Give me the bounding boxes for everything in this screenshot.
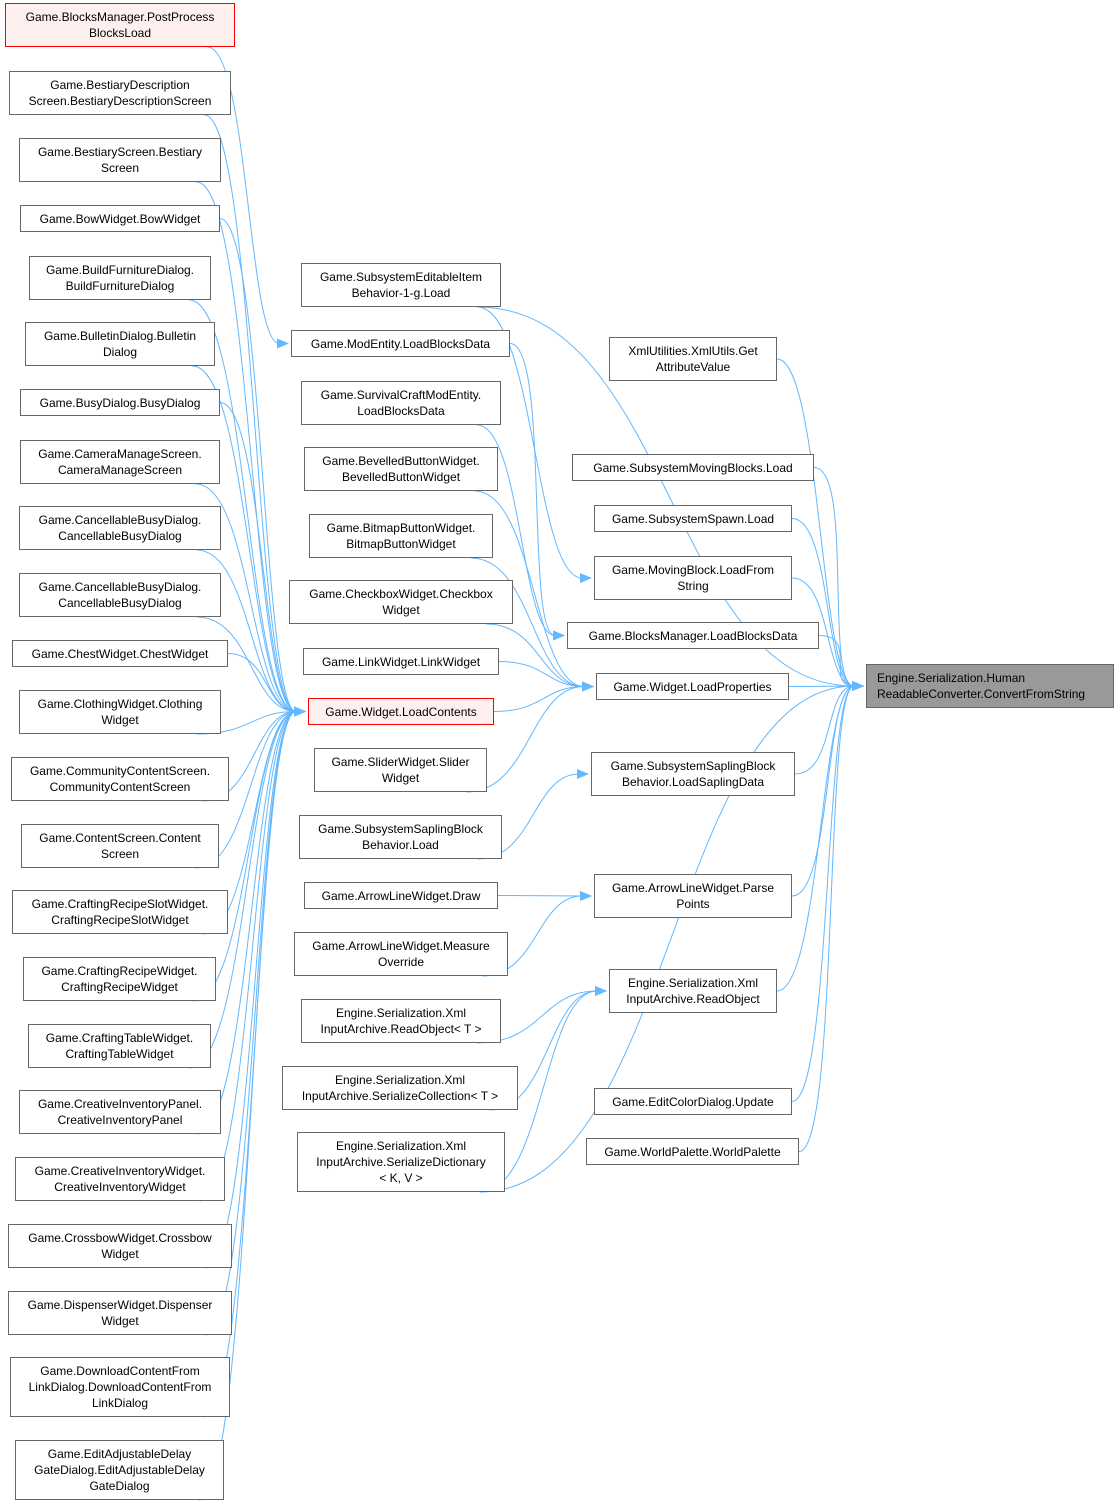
graph-node-n4[interactable]: Game.BuildFurnitureDialog. BuildFurnitur… [29, 256, 211, 300]
edge-r3-t [791, 577, 855, 687]
graph-node-m12[interactable]: Engine.Serialization.Xml InputArchive.Re… [301, 999, 501, 1043]
edge-m7-r5 [493, 686, 585, 712]
edge-m14-t [480, 685, 855, 1193]
graph-node-n18[interactable]: Game.CreativeInventoryWidget. CreativeIn… [15, 1157, 225, 1201]
graph-node-n13[interactable]: Game.ContentScreen.Content Screen [21, 824, 219, 868]
graph-node-r5[interactable]: Game.Widget.LoadProperties [596, 673, 789, 700]
graph-node-m3[interactable]: Game.BevelledButtonWidget. BevelledButto… [304, 447, 498, 491]
edge-m0-r3 [476, 306, 583, 579]
edge-n5-m7 [192, 365, 297, 712]
edge-n8-m7 [196, 549, 297, 712]
graph-node-n21[interactable]: Game.DownloadContentFrom LinkDialog.Down… [10, 1357, 230, 1417]
arrowhead-icon [580, 573, 592, 583]
graph-node-n11[interactable]: Game.ClothingWidget.Clothing Widget [19, 690, 221, 734]
graph-node-n8[interactable]: Game.CancellableBusyDialog. CancellableB… [19, 506, 221, 550]
graph-node-n3[interactable]: Game.BowWidget.BowWidget [20, 205, 220, 232]
edge-n1-m7 [204, 114, 297, 712]
edge-n6-m7 [219, 402, 297, 712]
edge-n9-m7 [196, 616, 297, 712]
edge-r0-t [776, 358, 855, 687]
edge-r1-t [813, 467, 855, 687]
arrowhead-icon [294, 706, 306, 717]
edge-r5-t [788, 685, 855, 687]
edge-r4-t [818, 635, 855, 687]
graph-node-n17[interactable]: Game.CreativeInventoryPanel. CreativeInv… [19, 1090, 221, 1134]
graph-node-r3[interactable]: Game.MovingBlock.LoadFrom String [594, 556, 792, 600]
graph-node-n12[interactable]: Game.CommunityContentScreen. CommunityCo… [11, 757, 229, 801]
graph-node-n6[interactable]: Game.BusyDialog.BusyDialog [20, 389, 220, 416]
graph-node-n19[interactable]: Game.CrossbowWidget.Crossbow Widget [8, 1224, 232, 1268]
graph-node-r6[interactable]: Game.SubsystemSaplingBlock Behavior.Load… [591, 752, 795, 796]
graph-node-n14[interactable]: Game.CraftingRecipeSlotWidget. CraftingR… [12, 890, 228, 934]
graph-node-m13[interactable]: Engine.Serialization.Xml InputArchive.Se… [282, 1066, 518, 1110]
arrowhead-icon [277, 338, 289, 349]
graph-node-m1[interactable]: Game.ModEntity.LoadBlocksData [291, 330, 510, 357]
graph-node-r0[interactable]: XmlUtilities.XmlUtils.Get AttributeValue [609, 337, 777, 381]
arrowhead-icon [577, 769, 589, 779]
graph-node-m2[interactable]: Game.SurvivalCraftModEntity. LoadBlocksD… [301, 381, 501, 425]
edge-m6-r5 [498, 661, 585, 687]
edge-n3-m7 [219, 218, 297, 712]
edge-m10-r7 [497, 895, 583, 897]
graph-node-m14[interactable]: Engine.Serialization.Xml InputArchive.Se… [297, 1132, 505, 1192]
graph-node-n20[interactable]: Game.DispenserWidget.Dispenser Widget [8, 1291, 232, 1335]
arrowhead-icon [582, 681, 594, 692]
graph-node-n1[interactable]: Game.BestiaryDescription Screen.Bestiary… [9, 71, 231, 115]
edge-m3-r5 [474, 490, 585, 687]
graph-node-m11[interactable]: Game.ArrowLineWidget.Measure Override [294, 932, 508, 976]
edge-r7-t [791, 685, 855, 897]
edge-m5-r5 [486, 623, 585, 687]
edge-r10-t [798, 685, 855, 1152]
graph-node-m0[interactable]: Game.SubsystemEditableItem Behavior-1-g.… [301, 263, 501, 307]
graph-node-r2[interactable]: Game.SubsystemSpawn.Load [594, 505, 792, 532]
graph-node-r7[interactable]: Game.ArrowLineWidget.Parse Points [594, 874, 792, 918]
edge-n4-m7 [189, 299, 297, 712]
graph-node-m4[interactable]: Game.BitmapButtonWidget. BitmapButtonWid… [309, 514, 493, 558]
graph-node-m9[interactable]: Game.SubsystemSaplingBlock Behavior.Load [299, 815, 502, 859]
graph-node-m7[interactable]: Game.Widget.LoadContents [308, 698, 494, 725]
graph-node-r4[interactable]: Game.BlocksManager.LoadBlocksData [567, 622, 819, 649]
edge-n0-m1 [207, 46, 280, 344]
edge-m0-t [476, 306, 855, 687]
graph-node-m6[interactable]: Game.LinkWidget.LinkWidget [303, 648, 499, 675]
edge-m4-r5 [470, 557, 585, 687]
graph-node-n9[interactable]: Game.CancellableBusyDialog. CancellableB… [19, 573, 221, 617]
edge-n10-m7 [227, 653, 297, 712]
edge-r8-t [776, 685, 855, 992]
arrowhead-icon [595, 986, 607, 996]
graph-node-m10[interactable]: Game.ArrowLineWidget.Draw [304, 882, 498, 909]
graph-node-r9[interactable]: Game.EditColorDialog.Update [594, 1088, 792, 1115]
edge-m1-r4 [509, 343, 556, 636]
edge-n7-m7 [195, 483, 297, 712]
graph-node-r1[interactable]: Game.SubsystemMovingBlocks.Load [572, 454, 814, 481]
graph-node-n0[interactable]: Game.BlocksManager.PostProcess BlocksLoa… [5, 3, 235, 47]
graph-node-n2[interactable]: Game.BestiaryScreen.Bestiary Screen [19, 138, 221, 182]
graph-node-n15[interactable]: Game.CraftingRecipeWidget. CraftingRecip… [23, 957, 216, 1001]
edge-r2-t [791, 518, 855, 687]
edge-r6-t [794, 685, 855, 775]
graph-node-r8[interactable]: Engine.Serialization.Xml InputArchive.Re… [609, 969, 777, 1013]
graph-node-m5[interactable]: Game.CheckboxWidget.Checkbox Widget [289, 580, 513, 624]
graph-node-n10[interactable]: Game.ChestWidget.ChestWidget [12, 640, 228, 667]
graph-node-t[interactable]: Engine.Serialization.Human ReadableConve… [866, 664, 1114, 708]
edge-r9-t [791, 685, 855, 1102]
arrowhead-icon [553, 630, 565, 641]
graph-node-m8[interactable]: Game.SliderWidget.Slider Widget [314, 748, 487, 792]
graph-node-r10[interactable]: Game.WorldPalette.WorldPalette [586, 1138, 799, 1165]
arrowhead-icon [852, 681, 864, 691]
arrowhead-icon [580, 891, 592, 901]
graph-node-n22[interactable]: Game.EditAdjustableDelay GateDialog.Edit… [15, 1440, 224, 1500]
graph-node-n16[interactable]: Game.CraftingTableWidget. CraftingTableW… [28, 1024, 211, 1068]
graph-node-n7[interactable]: Game.CameraManageScreen. CameraManageScr… [20, 440, 220, 484]
graph-node-n5[interactable]: Game.BulletinDialog.Bulletin Dialog [25, 322, 215, 366]
